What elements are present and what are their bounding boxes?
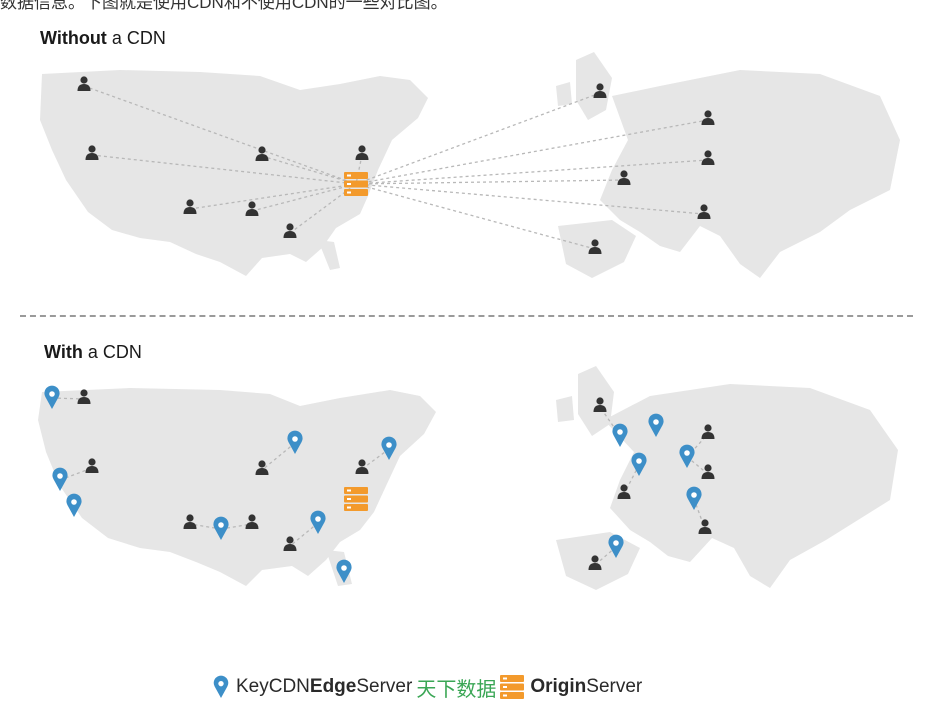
- origin-server-icon: [344, 487, 368, 511]
- bottom-britain: [578, 366, 614, 436]
- legend-origin-suffix: Server: [586, 676, 643, 697]
- legend-edge-prefix: KeyCDN: [236, 676, 310, 697]
- edge-server-pin-icon: [612, 423, 628, 447]
- bottom-europe-landmass: [604, 384, 898, 588]
- top-europe-landmass: [600, 70, 900, 278]
- with-cdn-title: With a CDN: [44, 342, 142, 363]
- without-cdn-title-bold: Without: [40, 28, 107, 48]
- origin-server-icon: [344, 172, 368, 196]
- top-britain: [576, 52, 612, 120]
- with-cdn-title-bold: With: [44, 342, 83, 362]
- without-cdn-title-rest: a CDN: [106, 28, 166, 48]
- legend: KeyCDN Edge Server 天下数据 Origin Server: [212, 672, 642, 702]
- bottom-land: [38, 366, 898, 590]
- watermark-text: 天下数据: [416, 676, 497, 701]
- edge-server-pin-icon: [213, 675, 229, 699]
- origin-server-icon: [500, 675, 525, 699]
- bottom-us-landmass: [38, 388, 436, 586]
- top-ireland: [556, 82, 572, 106]
- legend-edge-bold: Edge: [309, 676, 357, 697]
- top-florida: [318, 240, 340, 270]
- section-divider: [20, 315, 913, 317]
- bottom-iberia: [556, 532, 640, 590]
- legend-edge-suffix: Server: [356, 676, 413, 697]
- without-cdn-title: Without a CDN: [40, 28, 166, 49]
- top-land: [40, 52, 900, 278]
- with-cdn-title-rest: a CDN: [82, 342, 142, 362]
- cropped-header-text: 数据信息。下图就是使用CDN和不使用CDN的一些对比图。: [0, 0, 448, 12]
- bottom-ireland: [556, 396, 574, 422]
- top-us-landmass: [40, 70, 428, 276]
- legend-origin-bold: Origin: [530, 676, 587, 697]
